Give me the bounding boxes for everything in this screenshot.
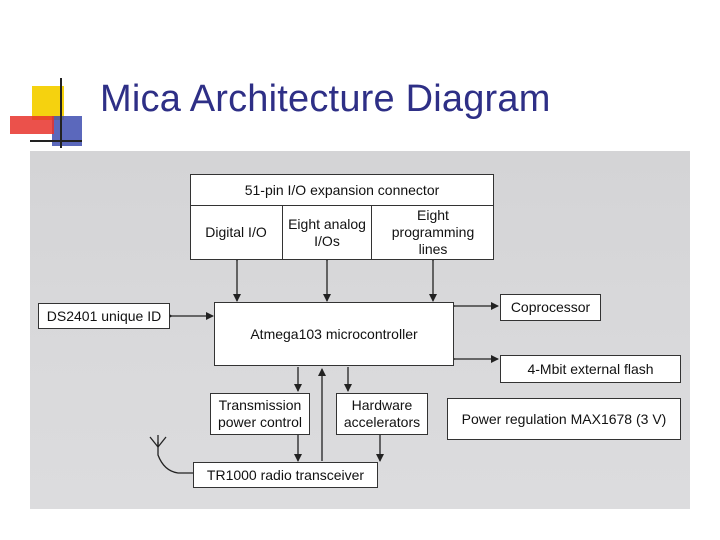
microcontroller-label: Atmega103 microcontroller [250, 325, 418, 342]
power-regulation-label: Power regulation MAX1678 (3 V) [461, 410, 667, 427]
radio-transceiver-box: TR1000 radio transceiver [193, 462, 378, 488]
hw-accel-box: Hardware accelerators [336, 393, 428, 435]
digital-io-cell: Digital I/O [190, 205, 283, 260]
flash-label: 4-Mbit external flash [527, 360, 654, 377]
analog-io-label: Eight analog I/Os [288, 215, 366, 249]
corner-squares-decoration [10, 78, 82, 148]
digital-io-label: Digital I/O [205, 224, 267, 240]
slide-title: Mica Architecture Diagram [100, 78, 551, 120]
power-regulation-box: Power regulation MAX1678 (3 V) [447, 398, 681, 440]
unique-id-box: DS2401 unique ID [38, 303, 170, 329]
io-expansion-connector: 51-pin I/O expansion connector [190, 174, 494, 206]
microcontroller-box: Atmega103 microcontroller [214, 302, 454, 366]
programming-lines-cell: Eight programming lines [372, 205, 494, 260]
unique-id-label: DS2401 unique ID [46, 307, 162, 324]
hw-accel-label: Hardware accelerators [343, 397, 421, 430]
radio-transceiver-label: TR1000 radio transceiver [206, 466, 365, 483]
tx-power-box: Transmission power control [210, 393, 310, 435]
analog-io-cell: Eight analog I/Os [283, 205, 372, 260]
connector-lines [149, 254, 499, 474]
slide-decoration [0, 0, 100, 160]
coprocessor-label: Coprocessor [510, 299, 591, 315]
diagram-panel: 51-pin I/O expansion connector Digital I… [30, 151, 690, 509]
flash-box: 4-Mbit external flash [500, 355, 681, 383]
coprocessor-box: Coprocessor [500, 294, 601, 321]
tx-power-label: Transmission power control [217, 397, 303, 430]
io-subgroup [190, 205, 494, 260]
programming-lines-label: Eight programming lines [391, 207, 475, 257]
io-expansion-label: 51-pin I/O expansion connector [244, 181, 440, 198]
